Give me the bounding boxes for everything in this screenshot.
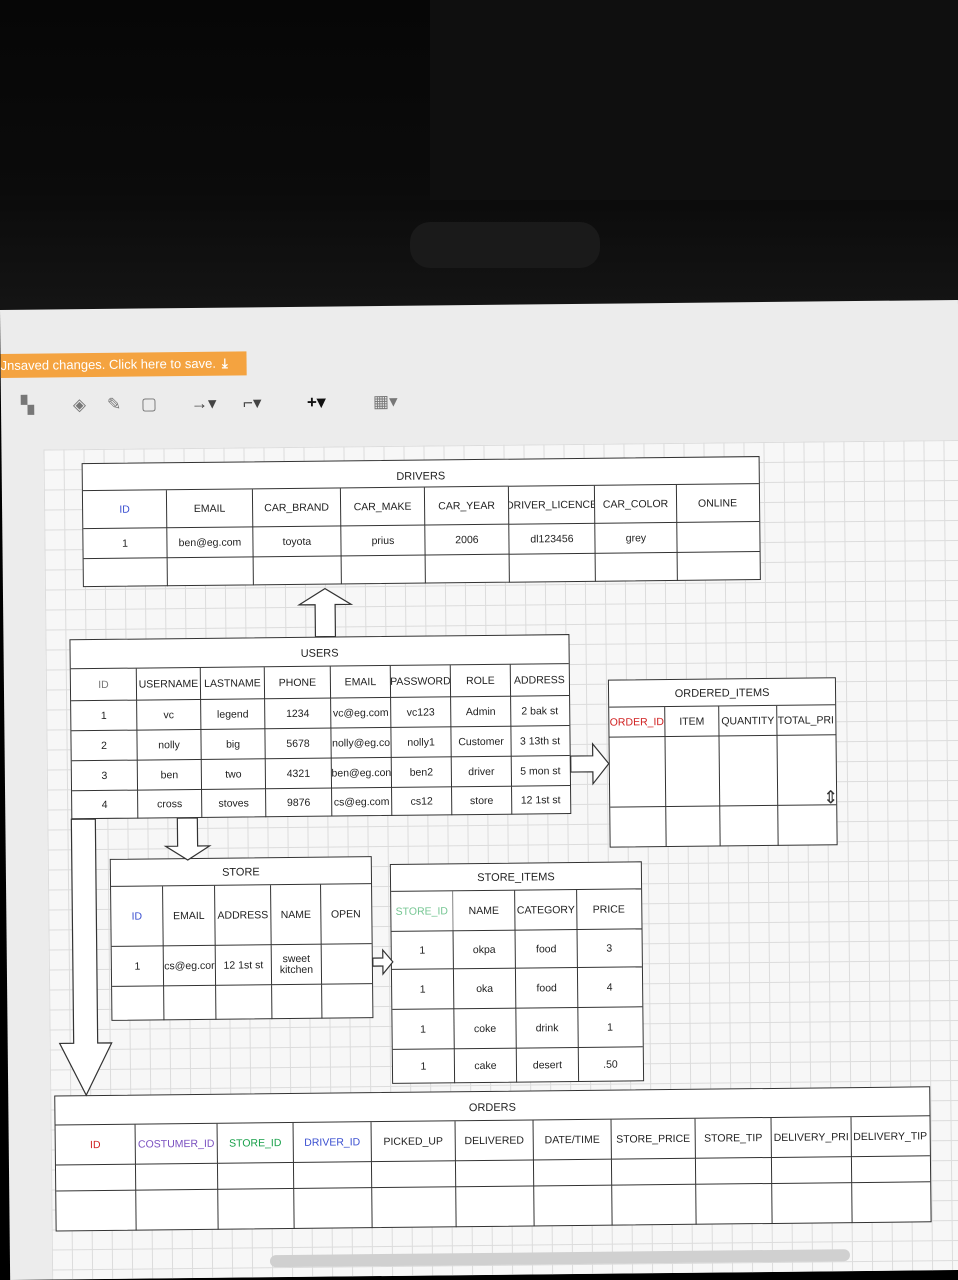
unsaved-changes-notice[interactable]: Jnsaved changes. Click here to save. ⤓ [0, 351, 247, 378]
users-to-ordered-items-arrow [570, 742, 610, 786]
format-icon[interactable]: ▚ [20, 395, 35, 415]
webcam-housing [410, 222, 600, 268]
laptop-bezel [0, 0, 958, 318]
pencil-icon[interactable]: ✎ [106, 394, 122, 414]
bezel-reflection [430, 0, 958, 200]
users-to-drivers-arrow [296, 587, 354, 638]
unsaved-changes-text: Jnsaved changes. Click here to save. [0, 355, 216, 373]
store-to-store-items-arrow [372, 948, 394, 976]
table-icon[interactable]: ▦▾ [372, 391, 398, 412]
relationship-arrows [58, 587, 610, 1097]
diagram-canvas[interactable]: DRIVERS ID EMAIL CAR_BRAND CAR_MAKE CAR_… [43, 439, 958, 1280]
toolbar: ▚ ◈ ✎ ▢ →▾ ⌐▾ +▾ ▦▾ [1, 380, 958, 424]
diagram-editor-screen: Jnsaved changes. Click here to save. ⤓ ▚ … [0, 299, 958, 1280]
users-to-store-arrow [163, 817, 212, 861]
users-to-orders-arrow [58, 818, 113, 1097]
shadow-icon[interactable]: ▢ [140, 394, 158, 414]
insert-icon[interactable]: +▾ [306, 392, 326, 412]
download-icon: ⤓ [221, 355, 228, 371]
paint-icon[interactable]: ◈ [72, 395, 87, 415]
waypoint-icon[interactable]: ⌐▾ [242, 393, 262, 413]
connector-icon[interactable]: →▾ [190, 393, 217, 414]
